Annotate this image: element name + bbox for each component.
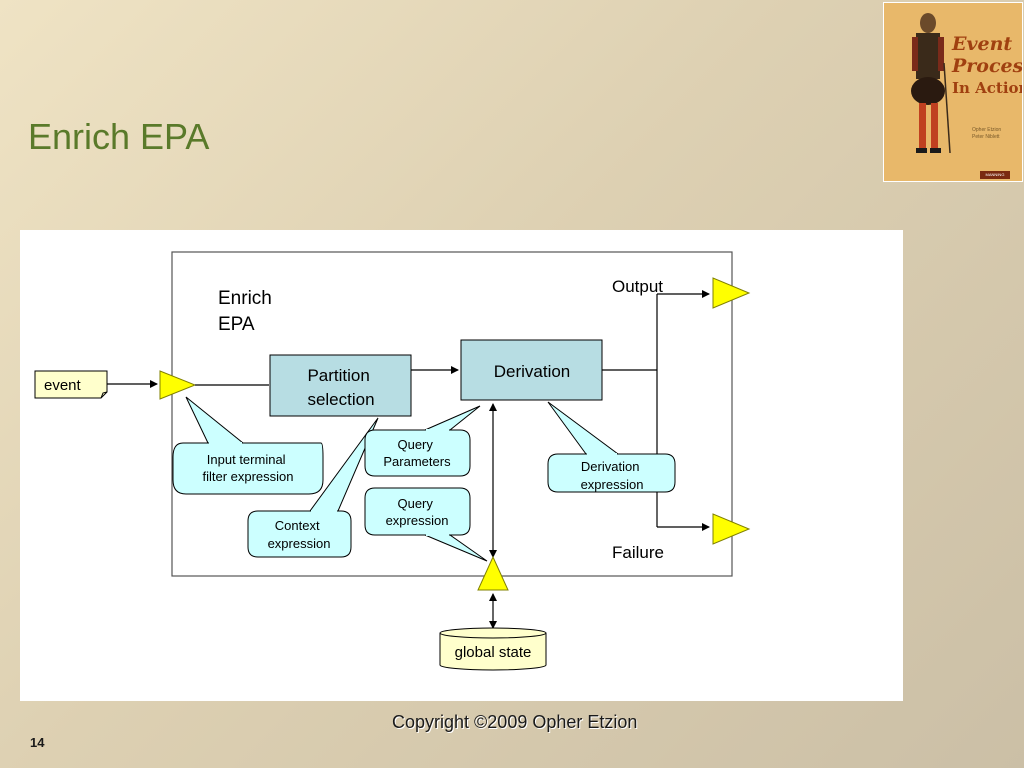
callout-query-expression: Query expression	[364, 487, 488, 562]
event-note	[34, 370, 108, 399]
slide-title: Enrich EPA	[28, 116, 210, 157]
svg-text:Query expression: Query expression	[386, 496, 449, 528]
callout-context-expression: Context expression	[247, 417, 379, 558]
copyright-notice: Copyright ©2009 Opher Etzion	[392, 712, 638, 732]
output-terminal	[712, 277, 751, 309]
partition-selection-label: Partition selection	[307, 366, 374, 409]
partition-selection-box	[269, 354, 412, 417]
callout-query-parameters: Query Parameters	[364, 405, 481, 477]
agent-frame	[171, 251, 733, 577]
output-label: Output	[612, 277, 663, 296]
derivation-label: Derivation	[494, 362, 571, 381]
global-state-terminal	[477, 555, 509, 591]
callout-input-terminal-filter: Input terminal filter expression	[172, 396, 324, 495]
global-state-store: global state	[439, 627, 547, 671]
enrich-epa-diagram: Enrich EPA event Partition selection Der…	[34, 251, 751, 671]
agent-label: Enrich EPA	[218, 288, 277, 335]
book-figure-illustration	[911, 13, 951, 154]
diagram-panel: Enrich EPA event Partition selection Der…	[20, 230, 903, 701]
book-cover-image: Event Processing In Action Opher Etzion …	[883, 2, 1023, 182]
svg-text:Derivation expression: Derivation expression	[581, 459, 644, 492]
global-state-label: global state	[455, 644, 532, 661]
input-terminal	[159, 370, 197, 400]
svg-text:Query Parameters: Query Parameters	[383, 437, 451, 469]
failure-label: Failure	[612, 543, 664, 562]
book-authors: Opher Etzion Peter Niblett	[972, 127, 1002, 140]
callout-derivation-expression: Derivation expression	[547, 401, 676, 493]
publisher-logo: MANNING	[980, 171, 1010, 179]
book-title: Event Processing In Action	[952, 33, 1023, 97]
svg-text:Input terminal filter: Input terminal filter expression	[202, 452, 293, 484]
event-label: event	[44, 377, 82, 394]
page-number: 14	[30, 735, 45, 750]
svg-text:Context expression: Context expression	[268, 518, 331, 551]
failure-terminal	[712, 513, 751, 545]
